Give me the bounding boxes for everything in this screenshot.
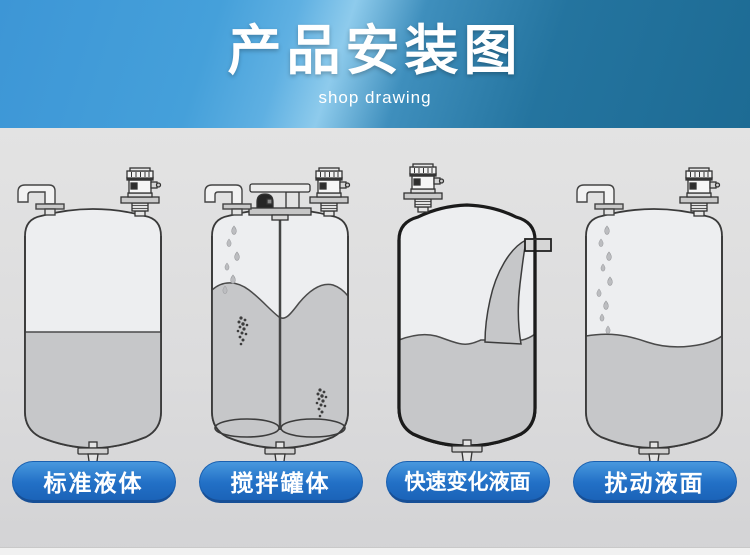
bottom-divider xyxy=(0,547,750,555)
liquid-surface-line xyxy=(211,282,349,319)
tank-panel-standard-liquid: 标准液体 xyxy=(0,160,187,503)
tank-stirred-illustration xyxy=(204,167,351,466)
liquid-surface-line xyxy=(398,333,536,345)
agitator-blade-left xyxy=(214,418,280,438)
tank-label-disturbed-surface: 扰动液面 xyxy=(572,461,737,503)
tank-fast-changing-illustration xyxy=(397,163,552,464)
tank-disturbed-illustration xyxy=(576,167,723,466)
page-subtitle: shop drawing xyxy=(318,88,432,107)
tank-label-standard-liquid: 标准液体 xyxy=(11,461,176,503)
level-sensor-icon xyxy=(309,167,351,217)
page-title: 产品安装图 xyxy=(227,21,523,81)
tank-label-stirred-tank: 搅拌罐体 xyxy=(198,461,363,503)
installation-diagram-area: 标准液体 xyxy=(0,128,750,555)
agitator-motor-icon xyxy=(248,183,312,221)
liquid-surface-line xyxy=(585,333,723,348)
inlet-pipe-icon xyxy=(204,184,252,216)
liquid xyxy=(25,332,161,448)
tank-panel-stirred-tank: 搅拌罐体 xyxy=(187,160,374,503)
tank-panel-disturbed-surface: 扰动液面 xyxy=(561,160,748,503)
tank-panel-fast-changing-level: 快速变化液面 xyxy=(374,160,561,503)
tank-row: 标准液体 xyxy=(0,160,750,503)
level-sensor-icon xyxy=(120,167,162,217)
header-banner: 产品安装图 shop drawing xyxy=(0,0,750,128)
liquid xyxy=(399,334,535,446)
level-sensor-icon xyxy=(403,163,445,213)
inlet-pipe-icon xyxy=(17,184,65,216)
inlet-pipe-icon xyxy=(576,184,624,216)
liquid xyxy=(586,334,722,448)
tank-label-fast-changing-level: 快速变化液面 xyxy=(385,461,550,503)
inlet-stub-pipe-icon xyxy=(524,238,552,252)
agitator-blade-right xyxy=(280,418,346,438)
inflow-stream xyxy=(484,238,527,345)
tank-standard-liquid-illustration xyxy=(17,167,162,466)
level-sensor-icon xyxy=(679,167,721,217)
